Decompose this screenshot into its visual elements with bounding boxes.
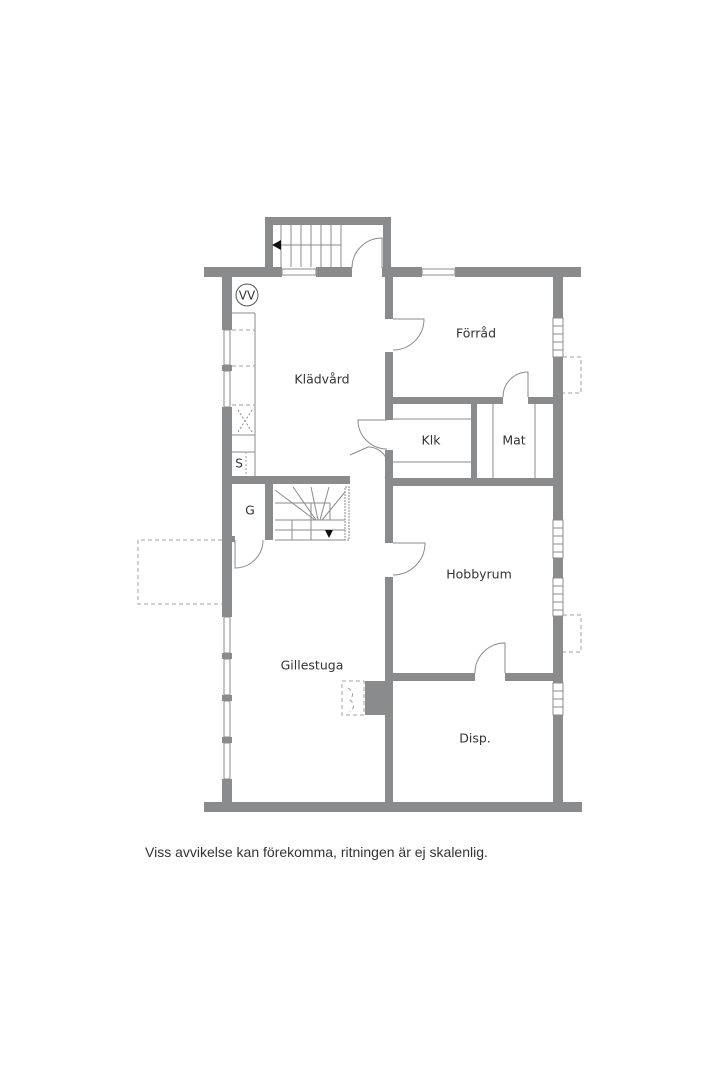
interior-walls xyxy=(232,277,553,804)
stair-down-arrow-icon xyxy=(325,530,333,538)
klk-shelves xyxy=(393,418,471,463)
svg-text:VV: VV xyxy=(239,289,256,303)
entrance-stair xyxy=(265,217,391,269)
room-label-disp: Disp. xyxy=(459,731,491,746)
sink-label: S xyxy=(235,457,243,471)
interior-stair xyxy=(274,486,346,541)
room-label-g: G xyxy=(245,503,255,518)
room-label-mat: Mat xyxy=(502,433,525,448)
room-label-gillestuga: Gillestuga xyxy=(281,658,344,673)
outer-walls xyxy=(204,267,582,812)
room-label-kladvard: Klädvård xyxy=(294,372,349,387)
exterior-outlines xyxy=(137,356,582,653)
laundry-counter xyxy=(232,312,256,476)
room-label-klk: Klk xyxy=(422,433,442,448)
stair-direction-arrow-icon xyxy=(272,240,281,250)
room-label-hobbyrum: Hobbyrum xyxy=(446,567,512,582)
doors xyxy=(234,318,529,674)
room-label-forrad: Förråd xyxy=(456,326,496,341)
disclaimer-text: Viss avvikelse kan förekomma, ritningen … xyxy=(145,844,488,860)
mat-shelves xyxy=(492,404,536,478)
fireplace-outline xyxy=(341,680,365,716)
water-heater: VV xyxy=(235,283,259,307)
